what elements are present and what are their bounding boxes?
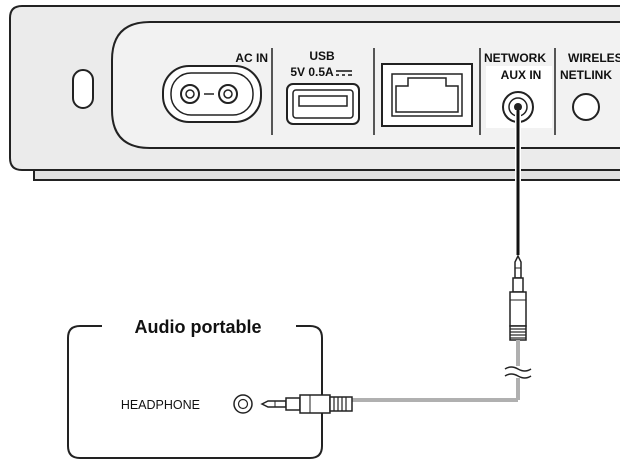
ac-in-port: AC IN [162, 51, 268, 123]
aux-in-label: AUX IN [501, 68, 542, 82]
dc-symbol-icon [336, 70, 352, 76]
usb-rating-label: 5V 0.5A [290, 65, 334, 79]
usb-label: USB [309, 49, 335, 63]
device-title: Audio portable [135, 317, 262, 337]
netlink-port: WIRELESS NETLINK [560, 51, 620, 121]
cable-break-icon [504, 366, 532, 379]
wireless-label: WIRELESS [568, 51, 620, 65]
netlink-label: NETLINK [560, 68, 612, 82]
vertical-plug-icon [509, 254, 527, 341]
ac-in-label: AC IN [235, 51, 268, 65]
network-port [381, 63, 473, 127]
horizontal-plug-icon [260, 394, 353, 414]
aux-cable [352, 110, 532, 402]
audio-portable-device: Audio portable HEADPHONE [67, 317, 323, 459]
network-label: NETWORK [484, 51, 546, 65]
slot-icon [72, 69, 94, 109]
headphone-jack-icon [233, 394, 253, 414]
usb-port: USB 5V 0.5A [286, 49, 360, 125]
headphone-label: HEADPHONE [121, 398, 200, 412]
